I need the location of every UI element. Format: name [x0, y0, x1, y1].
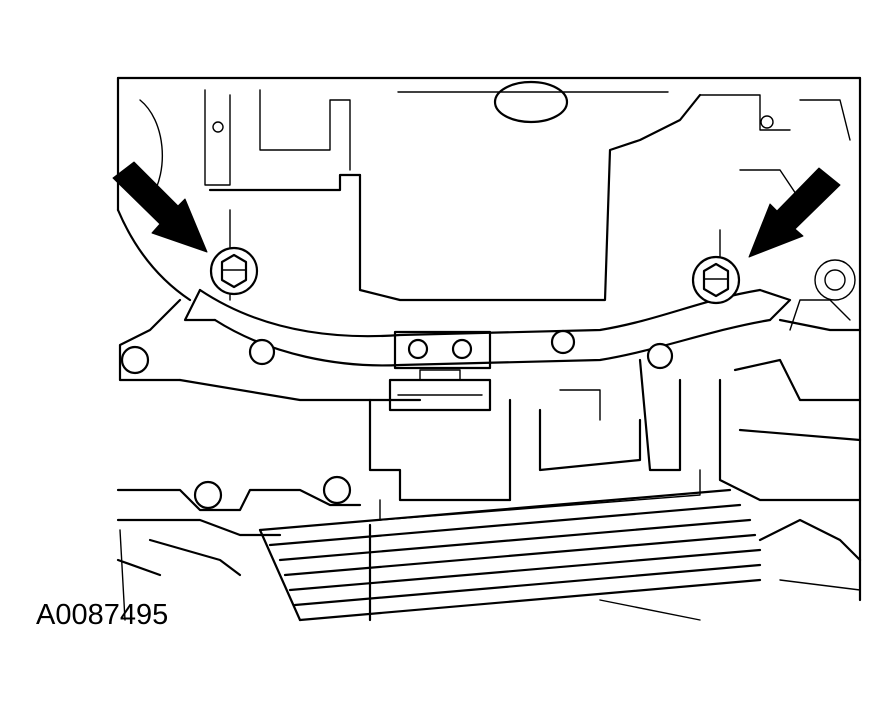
- oil-pan-fins: [258, 469, 862, 622]
- right-mounting-bolt: [691, 255, 741, 305]
- oil-pan-flange: [118, 209, 862, 402]
- figure-id-label: A0087495: [36, 599, 169, 631]
- right-arrow: [748, 167, 841, 258]
- engine-block-upper: [116, 76, 862, 602]
- lower-left-bracket: [116, 488, 362, 621]
- flange-bolts: [120, 329, 674, 510]
- left-mounting-bolt: [209, 246, 259, 296]
- lower-housing: [368, 259, 862, 502]
- left-arrow: [112, 161, 208, 253]
- oil-filler-boss: [493, 80, 569, 124]
